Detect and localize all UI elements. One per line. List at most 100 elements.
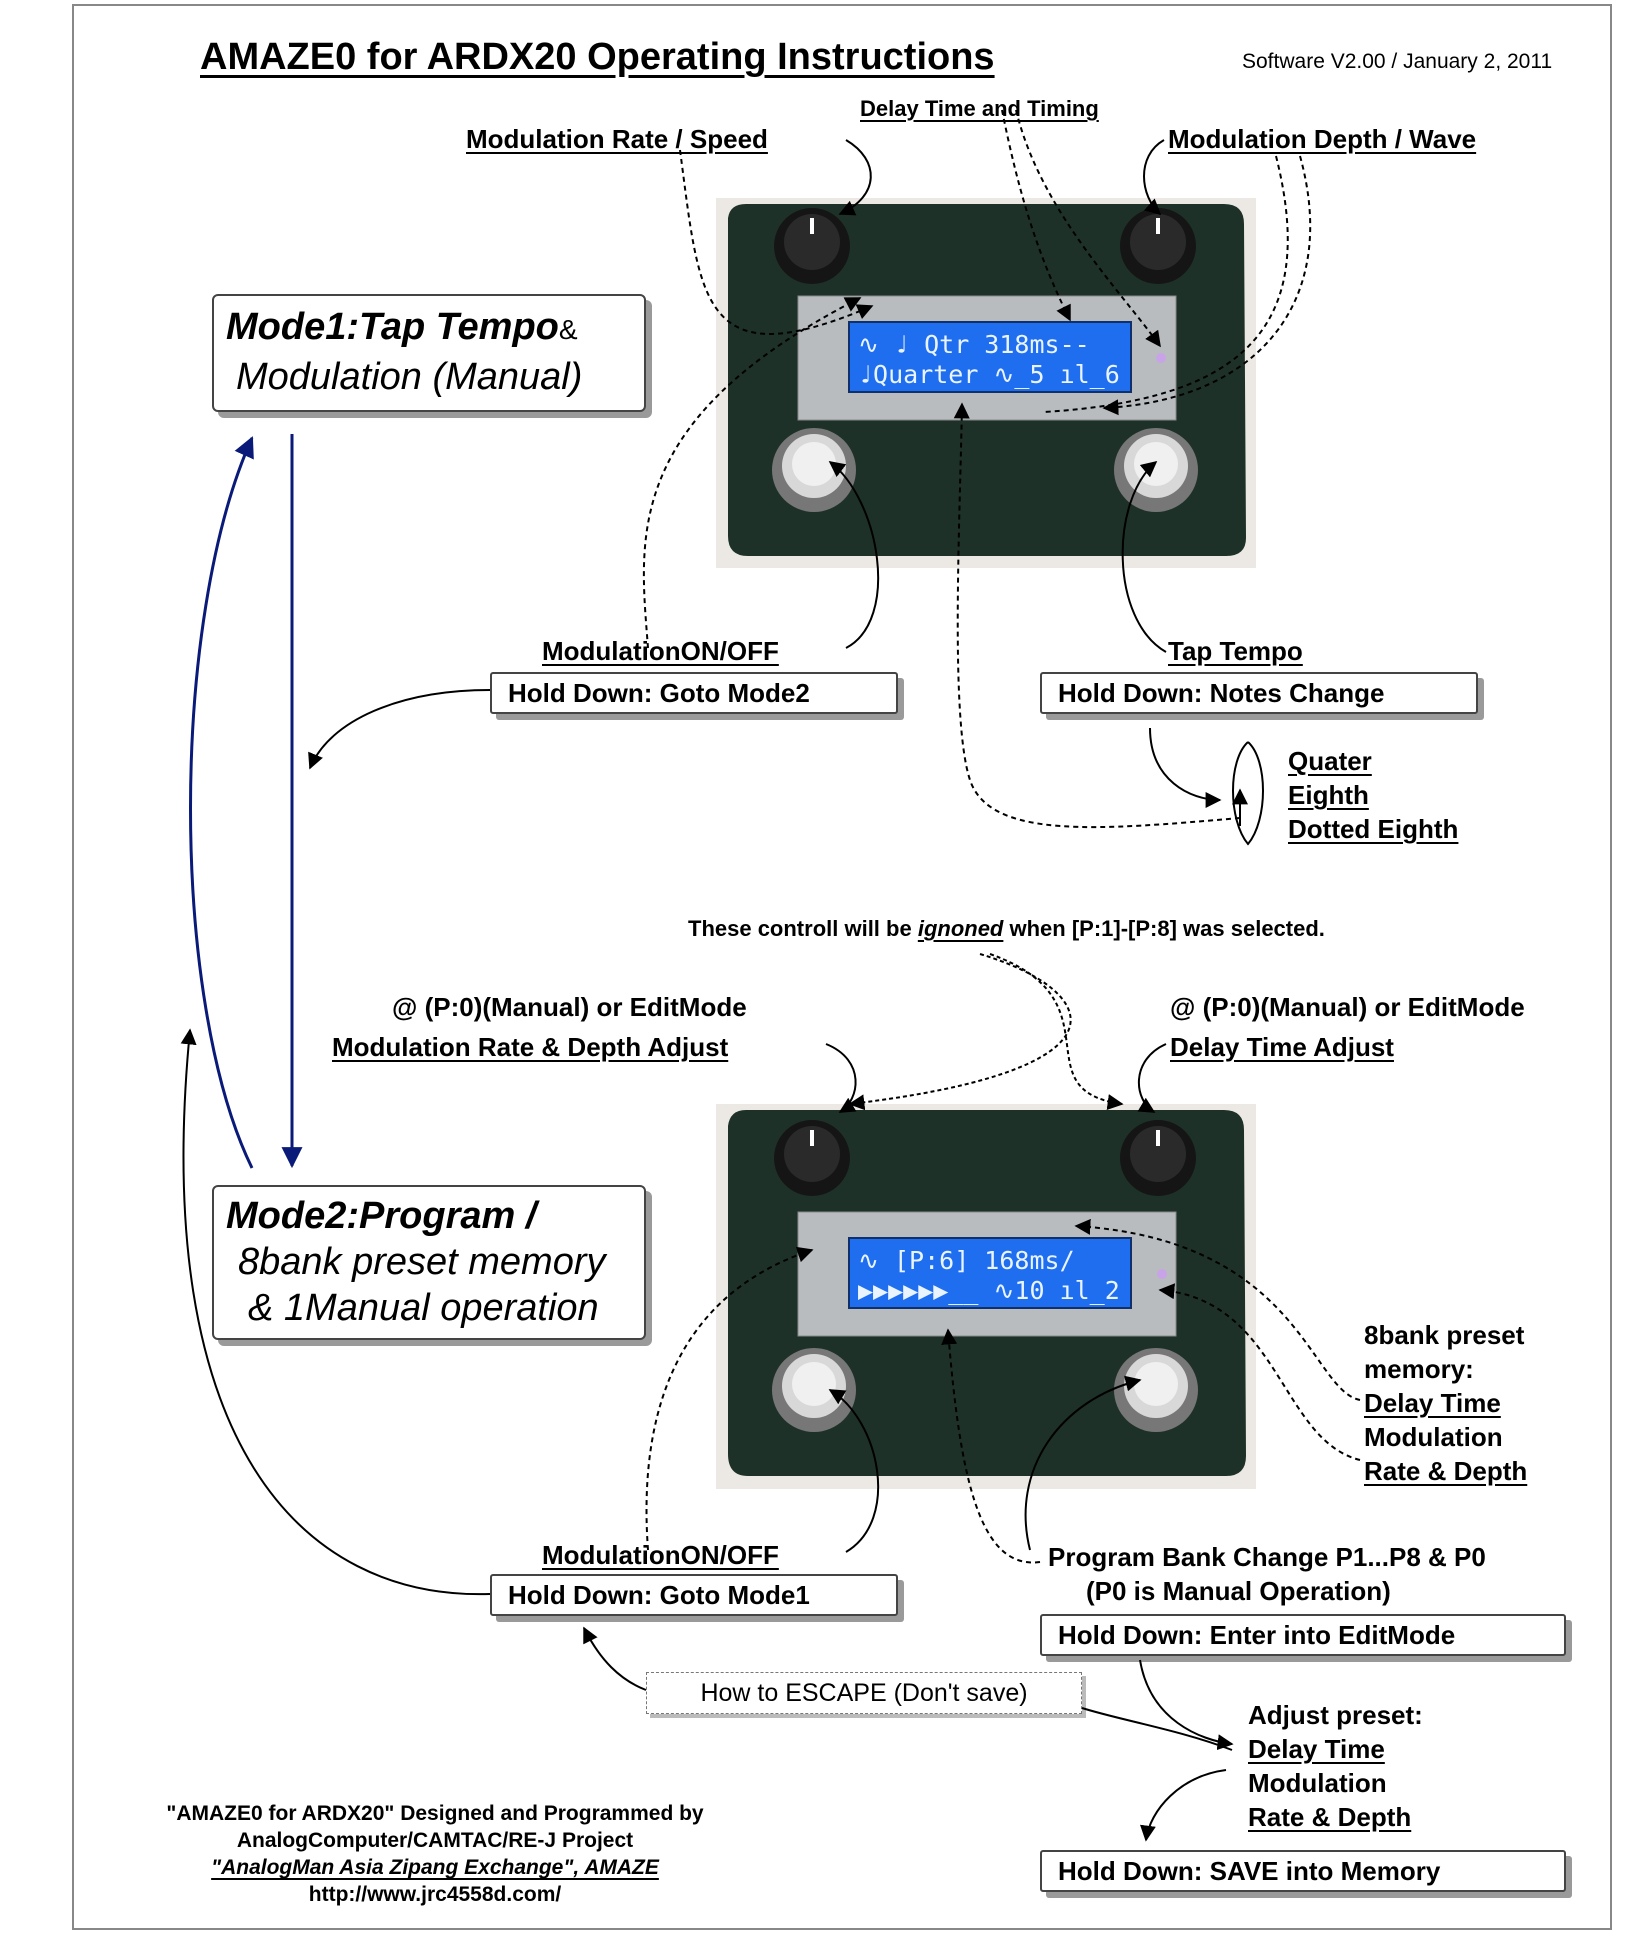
pedal2-lcd-line2: ▶▶▶▶▶▶__ ∿10 ıl_2 [858, 1276, 1120, 1305]
arrow-adjust-to-escape [1081, 1707, 1233, 1751]
arrow-notice-right [989, 953, 1124, 1110]
arrow-preset-to-lcd1 [1074, 1218, 1361, 1401]
arrow-mode2-right-knob [1137, 1043, 1167, 1113]
arrow-mode2-left-knob [825, 1043, 857, 1113]
pedal2-right-label1: Program Bank Change P1...P8 & P0 [1048, 1542, 1486, 1572]
mode1-name: Mode1 [226, 306, 347, 348]
arrow-depth-knob [1143, 139, 1165, 216]
notes-cycle-loop [1232, 741, 1264, 846]
arrow-mode2-right-footswitch [1024, 1375, 1142, 1551]
arrow-mode2-to-mode1 [189, 436, 254, 1169]
adjust-preset-line2: Delay Time [1248, 1734, 1385, 1764]
label-mod-rate-speed: Modulation Rate / Speed [466, 124, 768, 154]
arrow-notes-change [1149, 727, 1222, 808]
mode1-line2: Modulation (Manual) [236, 356, 583, 398]
pedal2-right-label2: (P0 is Manual Operation) [1086, 1576, 1391, 1606]
arrow-wave-to-lcd [1043, 155, 1289, 413]
pedal2-knob-right[interactable] [1120, 1120, 1196, 1196]
pedal2-lcd [848, 1237, 1132, 1309]
pedal1-footswitch-left[interactable] [772, 428, 856, 512]
note-option-dotted-eighth: Dotted Eighth [1288, 814, 1459, 844]
mode1-box: Mode1:Tap Tempo& Modulation (Manual) [212, 294, 646, 412]
mode2-left-label1: @ (P:0)(Manual) or EditMode [392, 992, 747, 1022]
arrow-right-footswitch [1121, 460, 1167, 653]
arrow-mod-onoff-to-lcd [642, 297, 862, 649]
escape-box: How to ESCAPE (Don't save) [646, 1672, 1082, 1714]
label-mod-depth-wave: Modulation Depth / Wave [1168, 124, 1477, 154]
mode1-subtitle: :Tap Tempo [346, 306, 559, 348]
credits-line2: AnalogComputer/CAMTAC/RE-J Project [236, 1829, 634, 1852]
pedal2-right-hold-box: Hold Down: Enter into EditMode [1040, 1614, 1566, 1656]
ignore-notice-after: when [P:1]-[P:8] was selected. [1003, 916, 1325, 941]
pedal1-led [1156, 353, 1166, 363]
arrow-edit-to-adjust [1139, 1659, 1234, 1751]
software-version: Software V2.00 / January 2, 2011 [1242, 50, 1553, 73]
pedal1-right-label: Tap Tempo [1168, 636, 1303, 666]
mode1-line1: Mode1:Tap Tempo& [226, 306, 578, 349]
note-option-eighth: Eighth [1288, 780, 1369, 810]
ignore-notice: These controll will be ignoned when [P:1… [688, 916, 1325, 942]
pedal1-left-label: ModulationON/OFF [542, 636, 779, 666]
ignore-notice-before: These controll will be [688, 916, 918, 941]
credits-line1: "AMAZE0 for ARDX20" Designed and Program… [166, 1802, 704, 1825]
mode2-name: Mode2 [226, 1195, 347, 1237]
credits: "AMAZE0 for ARDX20" Designed and Program… [160, 1800, 710, 1908]
arrow-rate-knob [838, 139, 872, 216]
page-frame [72, 4, 1612, 1930]
pedal2-knob-left[interactable] [774, 1120, 850, 1196]
mode2-line2: 8bank preset memory [238, 1241, 606, 1283]
preset-memory-line5: Rate & Depth [1364, 1456, 1528, 1486]
arrow-goto-mode2 [308, 689, 491, 770]
preset-memory-line2: memory: [1364, 1354, 1474, 1384]
arrow-left-footswitch [828, 461, 880, 649]
arrow-mode2-modonoff-lcd [645, 1246, 814, 1551]
page-title: AMAZE0 for ARDX20 Operating Instructions [200, 36, 995, 78]
arrow-preset-to-lcd2 [1158, 1283, 1361, 1461]
arrow-goto-mode1 [180, 1028, 491, 1596]
arrow-notice-left [848, 953, 1072, 1111]
arrow-notes-to-lcd [953, 402, 1241, 829]
label-delay-time-timing: Delay Time and Timing [860, 96, 1099, 121]
pedal1-left-hold-box: Hold Down: Goto Mode2 [490, 672, 898, 714]
preset-memory-line1: 8bank preset [1364, 1320, 1525, 1350]
arrow-escape-to-mode1 [583, 1626, 647, 1691]
pedal2-footswitch-right[interactable] [1114, 1348, 1198, 1432]
pedal2-left-label: ModulationON/OFF [542, 1540, 779, 1570]
adjust-preset-line4: Rate & Depth [1248, 1802, 1412, 1832]
mode2-right-label2: Delay Time Adjust [1170, 1032, 1394, 1062]
mode2-box: Mode2:Program / 8bank preset memory & 1M… [212, 1185, 646, 1340]
pedal1-lcd-line1: ∿ ♩ Qtr 318ms-- [858, 330, 1090, 359]
note-option-quater: Quater [1288, 746, 1372, 776]
pedal1-photo: ∿ ♩ Qtr 318ms-- ♩Quarter ∿_5 ıl_6 [716, 198, 1256, 568]
pedal1-right-hold-box: Hold Down: Notes Change [1040, 672, 1478, 714]
arrow-rate-to-lcd [679, 149, 874, 335]
pedal2-lcd-line1: ∿ [P:6] 168ms∕ [858, 1246, 1075, 1275]
mode2-line1: Mode2:Program / [226, 1195, 536, 1238]
arrow-delay-to-lcd1 [1001, 109, 1071, 322]
mode2-line3: & 1Manual operation [248, 1287, 599, 1329]
pedal2-led [1157, 1269, 1167, 1279]
mode1-amp: & [558, 314, 578, 345]
mode2-subtitle: :Program / [346, 1195, 537, 1237]
mode2-right-label1: @ (P:0)(Manual) or EditMode [1170, 992, 1525, 1022]
ignore-notice-word: ignoned [917, 916, 1004, 941]
pedal1-knob-right[interactable] [1120, 208, 1196, 284]
arrow-depth-to-lcd [1102, 155, 1312, 416]
arrow-delay-to-lcd2 [1015, 109, 1161, 348]
save-hold-box: Hold Down: SAVE into Memory [1040, 1850, 1566, 1892]
arrow-adjust-to-save [1139, 1769, 1227, 1842]
preset-memory-line4: Modulation [1364, 1422, 1503, 1452]
pedal1-lcd-line2: ♩Quarter ∿_5 ıl_6 [858, 360, 1120, 389]
credits-line4: http://www.jrc4558d.com/ [308, 1883, 562, 1906]
pedal1-knob-left[interactable] [774, 208, 850, 284]
pedal2-left-hold-box: Hold Down: Goto Mode1 [490, 1574, 898, 1616]
pedal1-lcd [848, 321, 1132, 393]
adjust-preset-line3: Modulation [1248, 1768, 1387, 1798]
adjust-preset-line1: Adjust preset: [1248, 1700, 1423, 1730]
preset-memory-line3: Delay Time [1364, 1388, 1501, 1418]
credits-line3: "AnalogMan Asia Zipang Exchange", AMAZE [211, 1856, 659, 1879]
arrow-mode2-left-footswitch [828, 1389, 880, 1553]
mode2-left-label2: Modulation Rate & Depth Adjust [332, 1032, 729, 1062]
arrow-bank-change-lcd [941, 1328, 1041, 1564]
